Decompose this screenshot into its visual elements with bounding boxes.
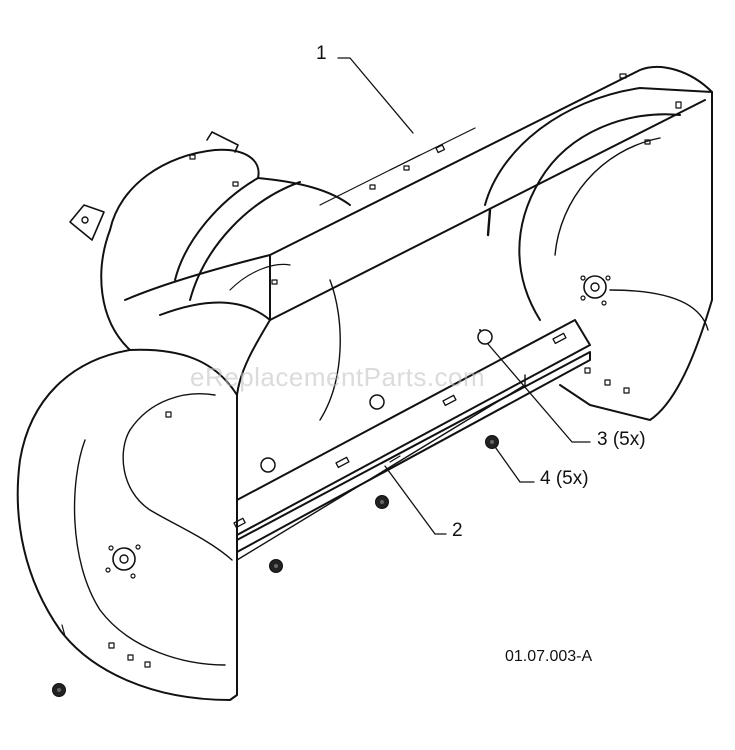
back-hole-1	[477, 329, 493, 345]
leader-3	[487, 343, 591, 443]
back-hole-2	[369, 394, 385, 410]
impeller-housing-drum	[69, 131, 351, 351]
callout-part-1: 1	[316, 43, 327, 64]
callout-part-3: 3 (5x)	[597, 429, 646, 450]
figure-code: 01.07.003-A	[505, 648, 593, 665]
right-side-plate	[484, 87, 713, 421]
shave-plate	[233, 319, 591, 561]
top-panel	[124, 66, 713, 321]
leader-1	[337, 57, 414, 134]
callout-part-2: 2	[452, 520, 463, 541]
left-bearing-hole	[112, 547, 136, 571]
left-side-plate	[16, 319, 271, 701]
leader-lines	[337, 57, 591, 535]
leader-2	[384, 465, 447, 535]
back-hole-3	[260, 457, 276, 473]
bracket-bolt	[81, 216, 89, 224]
callout-part-4: 4 (5x)	[540, 468, 589, 489]
drum-bracket	[69, 204, 105, 241]
back-panel	[260, 279, 493, 473]
leader-4	[492, 443, 535, 483]
chute-tab	[206, 131, 239, 153]
right-bearing-hole	[583, 275, 607, 299]
watermark-text: eReplacementParts.com	[190, 362, 486, 392]
